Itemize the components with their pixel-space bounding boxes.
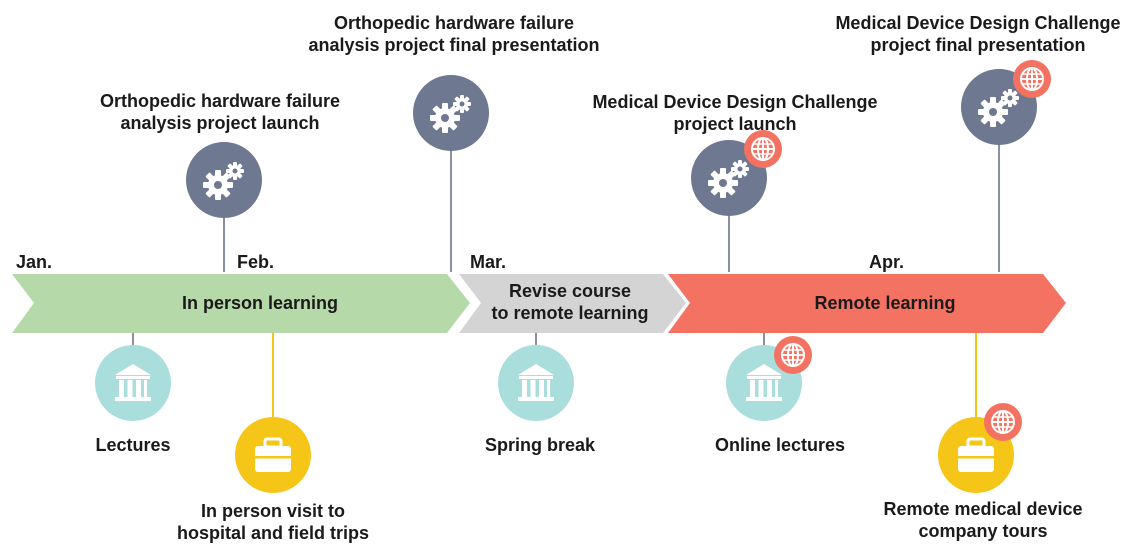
- tours-line2: company tours: [918, 521, 1048, 541]
- ortho-launch-line1: Orthopedic hardware failure: [99, 91, 341, 111]
- band-remote: [668, 274, 1066, 333]
- mddc-final-globe-icon: [1012, 59, 1052, 99]
- month-jan: Jan.: [16, 252, 53, 272]
- tours-label: Remote medical device company tours: [860, 498, 1106, 542]
- phase-in-person-label: In person learning: [181, 293, 339, 313]
- lectures-building-icon: [95, 345, 171, 421]
- online-lectures-label: Online lectures: [714, 435, 846, 455]
- mddc-launch-line1: Medical Device Design Challenge: [592, 92, 878, 112]
- band-revise: [459, 274, 686, 333]
- phase-revise-line1: Revise course: [508, 281, 632, 301]
- phase-revise-label: Revise course to remote learning: [460, 280, 680, 324]
- phase-remote-label: Remote learning: [814, 293, 956, 313]
- ortho-final-line2: analysis project final presentation: [308, 35, 600, 55]
- mddc-final-label: Medical Device Design Challenge project …: [820, 12, 1136, 56]
- spring-break-label: Spring break: [484, 435, 596, 455]
- online-lectures-globe-icon: [773, 335, 813, 375]
- mddc-launch-line2: project launch: [673, 114, 797, 134]
- visit-briefcase-icon: [235, 417, 311, 493]
- tours-globe-icon: [983, 402, 1023, 442]
- mddc-final-line2: project final presentation: [870, 35, 1086, 55]
- ortho-launch-label: Orthopedic hardware failure analysis pro…: [60, 90, 380, 134]
- spring-break-building-icon: [498, 345, 574, 421]
- ortho-final-gear-icon: [413, 75, 489, 151]
- visit-line1: In person visit to: [200, 501, 346, 521]
- mddc-launch-globe-icon: [743, 129, 783, 169]
- phase-revise-line2: to remote learning: [491, 303, 649, 323]
- tours-line1: Remote medical device: [883, 499, 1083, 519]
- lectures-label: Lectures: [95, 435, 171, 455]
- mddc-final-line1: Medical Device Design Challenge: [835, 13, 1121, 33]
- ortho-launch-gear-icon: [186, 142, 262, 218]
- visit-line2: hospital and field trips: [176, 523, 369, 543]
- ortho-final-line1: Orthopedic hardware failure: [333, 13, 575, 33]
- ortho-final-label: Orthopedic hardware failure analysis pro…: [284, 12, 624, 56]
- ortho-launch-line2: analysis project launch: [120, 113, 320, 133]
- month-apr: Apr.: [869, 252, 905, 272]
- month-feb: Feb.: [237, 252, 275, 272]
- band-in-person: [12, 274, 470, 333]
- mddc-launch-label: Medical Device Design Challenge project …: [570, 91, 900, 135]
- month-mar: Mar.: [470, 252, 507, 272]
- visit-label: In person visit to hospital and field tr…: [158, 500, 388, 544]
